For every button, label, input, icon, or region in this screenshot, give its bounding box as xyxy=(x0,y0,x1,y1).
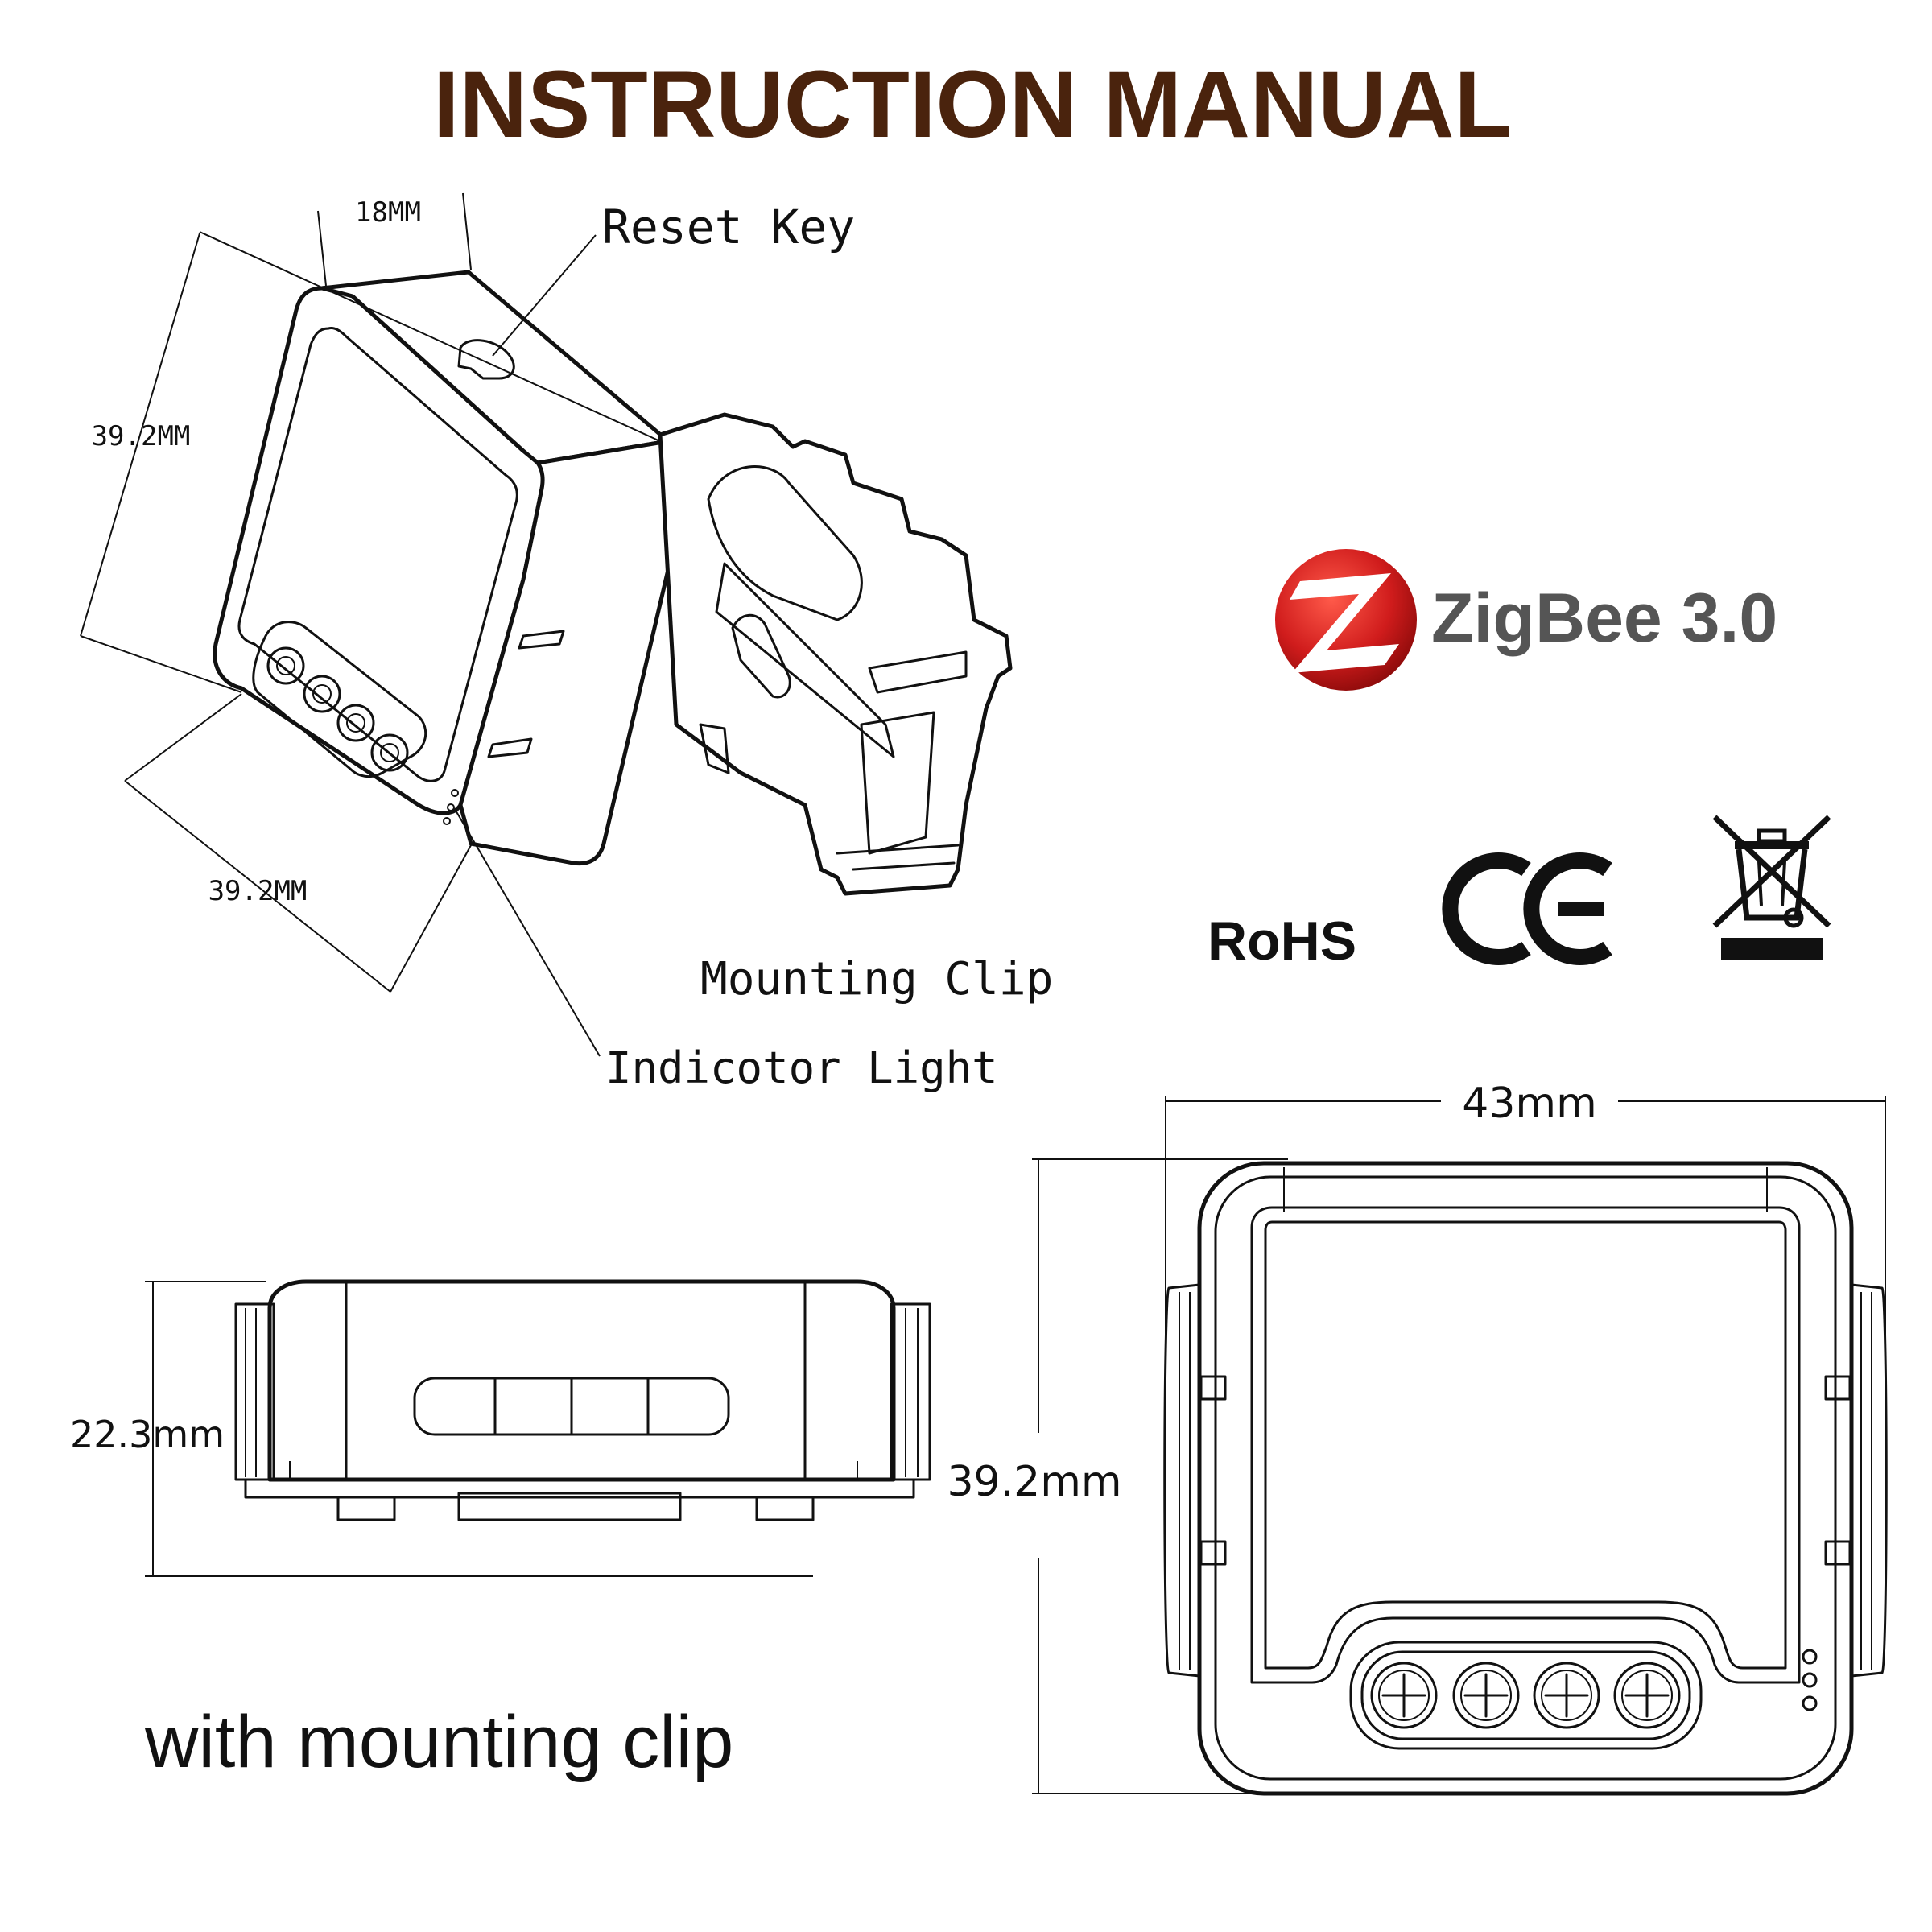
iso-dimension-lines xyxy=(80,192,661,993)
front-terminal-screws xyxy=(1370,1662,1681,1729)
dim-top-label: 18MM xyxy=(355,196,421,229)
side-view-device xyxy=(145,1279,931,1577)
page-title: INSTRUCTION MANUAL xyxy=(433,52,1512,158)
rohs-logo: RoHS xyxy=(1208,910,1356,972)
side-height-label: 22.3mm xyxy=(70,1413,225,1456)
front-view-device xyxy=(1163,1161,1888,1796)
reset-key-label: Reset Key xyxy=(602,200,855,254)
mounting-clip-label: Mounting Clip xyxy=(700,953,1053,1005)
crossed-bin-icon xyxy=(1712,815,1831,960)
ce-logo xyxy=(1442,852,1612,965)
iso-terminal-screws xyxy=(266,646,409,772)
reset-key-leader xyxy=(492,234,597,357)
front-width-label: 43mm xyxy=(1462,1080,1596,1128)
front-view-dimension-lines xyxy=(1032,1096,1886,1794)
iso-mounting-clip xyxy=(658,412,1013,896)
zigbee-label: ZigBee 3.0 xyxy=(1431,580,1777,657)
dim-bottom-label: 39.2MM xyxy=(208,875,308,907)
front-height-label: 39.2mm xyxy=(947,1458,1121,1506)
indicator-light-label: Indicotor Light xyxy=(605,1042,998,1093)
isometric-device-view xyxy=(213,270,696,866)
zigbee-logo: ZigBee 3.0 xyxy=(1275,549,1777,691)
with-mounting-clip-caption: with mounting clip xyxy=(144,1701,733,1783)
indicator-light-leader xyxy=(454,808,601,1057)
dim-left-label: 39.2MM xyxy=(92,420,191,452)
